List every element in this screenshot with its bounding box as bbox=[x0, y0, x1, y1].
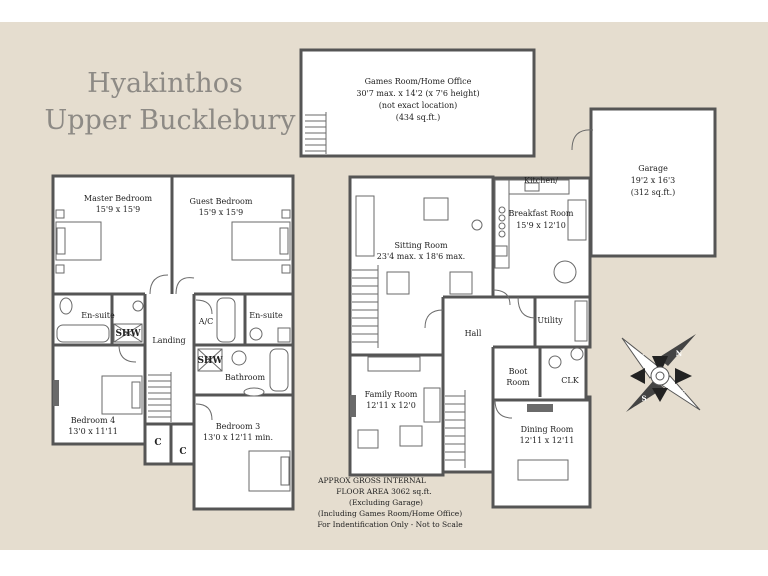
bedroom-4-name: Bedroom 4 bbox=[71, 416, 115, 425]
area-note-5: For Indentification Only - Not to Scale bbox=[317, 520, 463, 529]
games-room-area: (434 sq.ft.) bbox=[396, 113, 441, 122]
games-room-note: (not exact location) bbox=[379, 101, 458, 110]
bedroom-3-name: Bedroom 3 bbox=[216, 422, 260, 431]
hall-label: Hall bbox=[465, 329, 482, 338]
guest-bedroom-name: Guest Bedroom bbox=[190, 197, 253, 206]
bedroom-3-dim: 13'0 x 12'11 min. bbox=[203, 433, 273, 442]
area-note-2: FLOOR AREA 3062 sq.ft. bbox=[336, 487, 432, 496]
master-bedroom-dim: 15'9 x 15'9 bbox=[96, 205, 141, 214]
sitting-room-dim: 23'4 max. x 18'6 max. bbox=[377, 252, 465, 261]
shw-2-label: SHW bbox=[197, 356, 223, 366]
ac-label: A/C bbox=[198, 317, 214, 326]
ensuite-1-label: En-suite bbox=[81, 311, 115, 320]
property-name: Hyakinthos bbox=[87, 68, 243, 99]
area-note-4: (Including Games Room/Home Office) bbox=[318, 509, 462, 518]
compass-e: E bbox=[680, 389, 685, 398]
ensuite-2-label: En-suite bbox=[249, 311, 283, 320]
garage: Garage 19'2 x 16'3 (312 sq.ft.) bbox=[571, 107, 717, 258]
compass-rose: N S E W bbox=[621, 334, 701, 412]
sitting-room-name: Sitting Room bbox=[394, 241, 448, 250]
bedroom-4-dim: 13'0 x 11'11 bbox=[68, 427, 118, 436]
guest-bedroom-dim: 15'9 x 15'9 bbox=[199, 208, 244, 217]
compass-w: W bbox=[635, 353, 644, 362]
landing-label: Landing bbox=[152, 336, 185, 345]
garage-name: Garage bbox=[638, 164, 668, 173]
cupboard-2-label: C bbox=[179, 447, 186, 457]
utility-label: Utility bbox=[537, 316, 563, 325]
area-note-3: (Excluding Garage) bbox=[349, 498, 423, 507]
kitchen-dim: 15'9 x 12'10 bbox=[516, 221, 566, 230]
area-note-1: APPROX GROSS INTERNAL bbox=[317, 476, 426, 485]
shw-1-label: SHW bbox=[115, 329, 141, 339]
dining-room-name: Dining Room bbox=[521, 425, 574, 434]
compass-n: N bbox=[676, 349, 683, 358]
area-notes: APPROX GROSS INTERNAL FLOOR AREA 3062 sq… bbox=[317, 476, 463, 529]
bathroom-label: Bathroom bbox=[225, 373, 265, 382]
property-location: Upper Bucklebury bbox=[45, 105, 297, 136]
ground-floor: Kitchen/ Breakfast Room 15'9 x 12'10 Sit… bbox=[348, 175, 592, 509]
first-floor: Master Bedroom 15'9 x 15'9 Guest Bedroom… bbox=[51, 174, 295, 511]
master-bedroom-name: Master Bedroom bbox=[84, 194, 153, 203]
kitchen-name-2: Breakfast Room bbox=[509, 209, 574, 218]
boot-room-label-2: Room bbox=[506, 378, 530, 387]
cupboard-1-label: C bbox=[154, 438, 161, 448]
family-room-name: Family Room bbox=[365, 390, 418, 399]
garage-dim: 19'2 x 16'3 bbox=[631, 176, 676, 185]
dining-room-dim: 12'11 x 12'11 bbox=[520, 436, 575, 445]
compass-s: S bbox=[641, 394, 646, 403]
games-room-name: Games Room/Home Office bbox=[365, 77, 472, 86]
clk-label: CLK bbox=[561, 376, 579, 385]
family-room-dim: 12'11 x 12'0 bbox=[366, 401, 416, 410]
games-room: Games Room/Home Office 30'7 max. x 14'2 … bbox=[299, 48, 536, 158]
garage-area: (312 sq.ft.) bbox=[631, 188, 676, 197]
games-room-dim: 30'7 max. x 14'2 (x 7'6 height) bbox=[356, 89, 479, 98]
kitchen-name-1: Kitchen/ bbox=[524, 176, 558, 185]
boot-room-label-1: Boot bbox=[509, 367, 529, 376]
